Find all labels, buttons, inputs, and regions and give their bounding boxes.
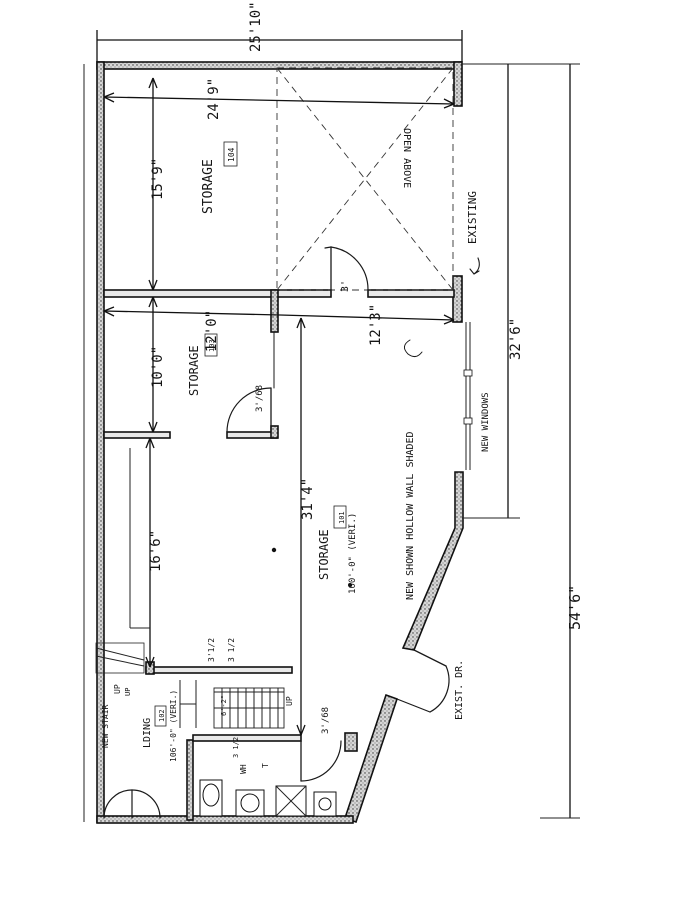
t-label: T	[261, 763, 270, 768]
door-104-label: 3'	[340, 280, 351, 292]
room104-number: 104	[227, 147, 236, 162]
exist-dr-label: EXIST. DR.	[454, 660, 465, 720]
new-windows-label: NEW WINDOWS	[481, 392, 491, 452]
room101-dimensions: 16'6" 31'4"	[129, 317, 316, 736]
stair-up-label-2: UP	[285, 696, 294, 706]
overall-length-label: 54'6"	[566, 585, 584, 630]
room101-number: 101	[338, 511, 346, 524]
landing-elevation: 106'-0" (VERI.)	[169, 690, 178, 762]
right-dimensions: 32'6" 54'6"	[462, 64, 584, 819]
room103-dimensions: 12'0" 10'0" 12'3"	[103, 296, 455, 433]
room103-depth-label: 10'0"	[150, 346, 166, 388]
new-wall-label: NEW SHOWN HOLLOW WALL SHADED	[405, 431, 416, 600]
existing-door: EXIST. DR.	[396, 649, 465, 720]
wh-label: WH	[239, 764, 248, 774]
door-101-label: 3'/68	[321, 707, 331, 734]
new-windows-line: NEW WINDOWS	[463, 322, 491, 470]
door-101: 3'/68	[300, 707, 342, 782]
interior-width-label: 24'9"	[206, 78, 222, 120]
open-above-label: OPEN ABOVE	[401, 128, 412, 188]
room101-length-label: 31'4"	[300, 478, 316, 520]
room104-depth-label: 15'9"	[150, 158, 166, 200]
corridor-width-label: 12'3"	[368, 304, 384, 346]
room103-number: 103	[208, 339, 216, 352]
landing-name: LDING	[142, 718, 153, 748]
landing-number: 102	[158, 709, 166, 722]
room104-name: STORAGE	[201, 159, 216, 214]
stair-riser-b: 3 1/2	[227, 638, 236, 662]
existing-note: EXISTING	[466, 191, 480, 275]
interior-walls	[103, 289, 455, 821]
door-103: 3'/68	[226, 385, 272, 433]
overall-width-label: 25'10"	[248, 1, 264, 52]
bathroom-fixtures: WH T 3 1/2	[199, 737, 337, 817]
door-104: 3'	[324, 246, 369, 292]
right-section-label: 32'6"	[508, 318, 524, 360]
overall-width-dimension: 25'10"	[96, 1, 463, 62]
room101-elevation: 100'-0" (VERI.)	[348, 513, 358, 594]
door-103-label: 3'/68	[255, 385, 265, 412]
riser-d-label: 3 1/2	[232, 737, 240, 758]
room103-name: STORAGE	[187, 345, 201, 396]
open-above-markings: OPEN ABOVE	[276, 67, 454, 291]
stair-up-label-3: UP	[124, 688, 132, 696]
room101-label: STORAGE 101 100'-0" (VERI.)	[271, 505, 358, 594]
room103-width-label: 12'0"	[204, 310, 220, 352]
double-doors	[103, 789, 161, 819]
stair-area: UP 3'1/2 3 1/2 UP 6'-2"	[95, 638, 294, 729]
new-wall-note: NEW SHOWN HOLLOW WALL SHADED	[404, 339, 423, 600]
stair-riser-a: 3'1/2	[207, 638, 216, 662]
room103-label: STORAGE 103	[187, 333, 218, 396]
room104-label: STORAGE 104	[201, 141, 238, 214]
room101-name: STORAGE	[317, 529, 331, 580]
landing102-label: LDING 102 106'-0" (VERI.) NEW STAIR UP	[101, 688, 178, 762]
exterior-walls	[96, 61, 464, 824]
room101-depth-label: 16'6"	[148, 530, 164, 572]
stair-treads	[213, 687, 285, 729]
room104-dimensions: 24'9" 15'9"	[103, 77, 455, 291]
new-stair-label: NEW STAIR	[101, 704, 110, 748]
existing-label: EXISTING	[466, 191, 479, 244]
stair-riser-c: 6'-2"	[220, 695, 228, 716]
stair-up-label-1: UP	[113, 684, 122, 694]
stair-wall-ticks	[179, 680, 197, 728]
